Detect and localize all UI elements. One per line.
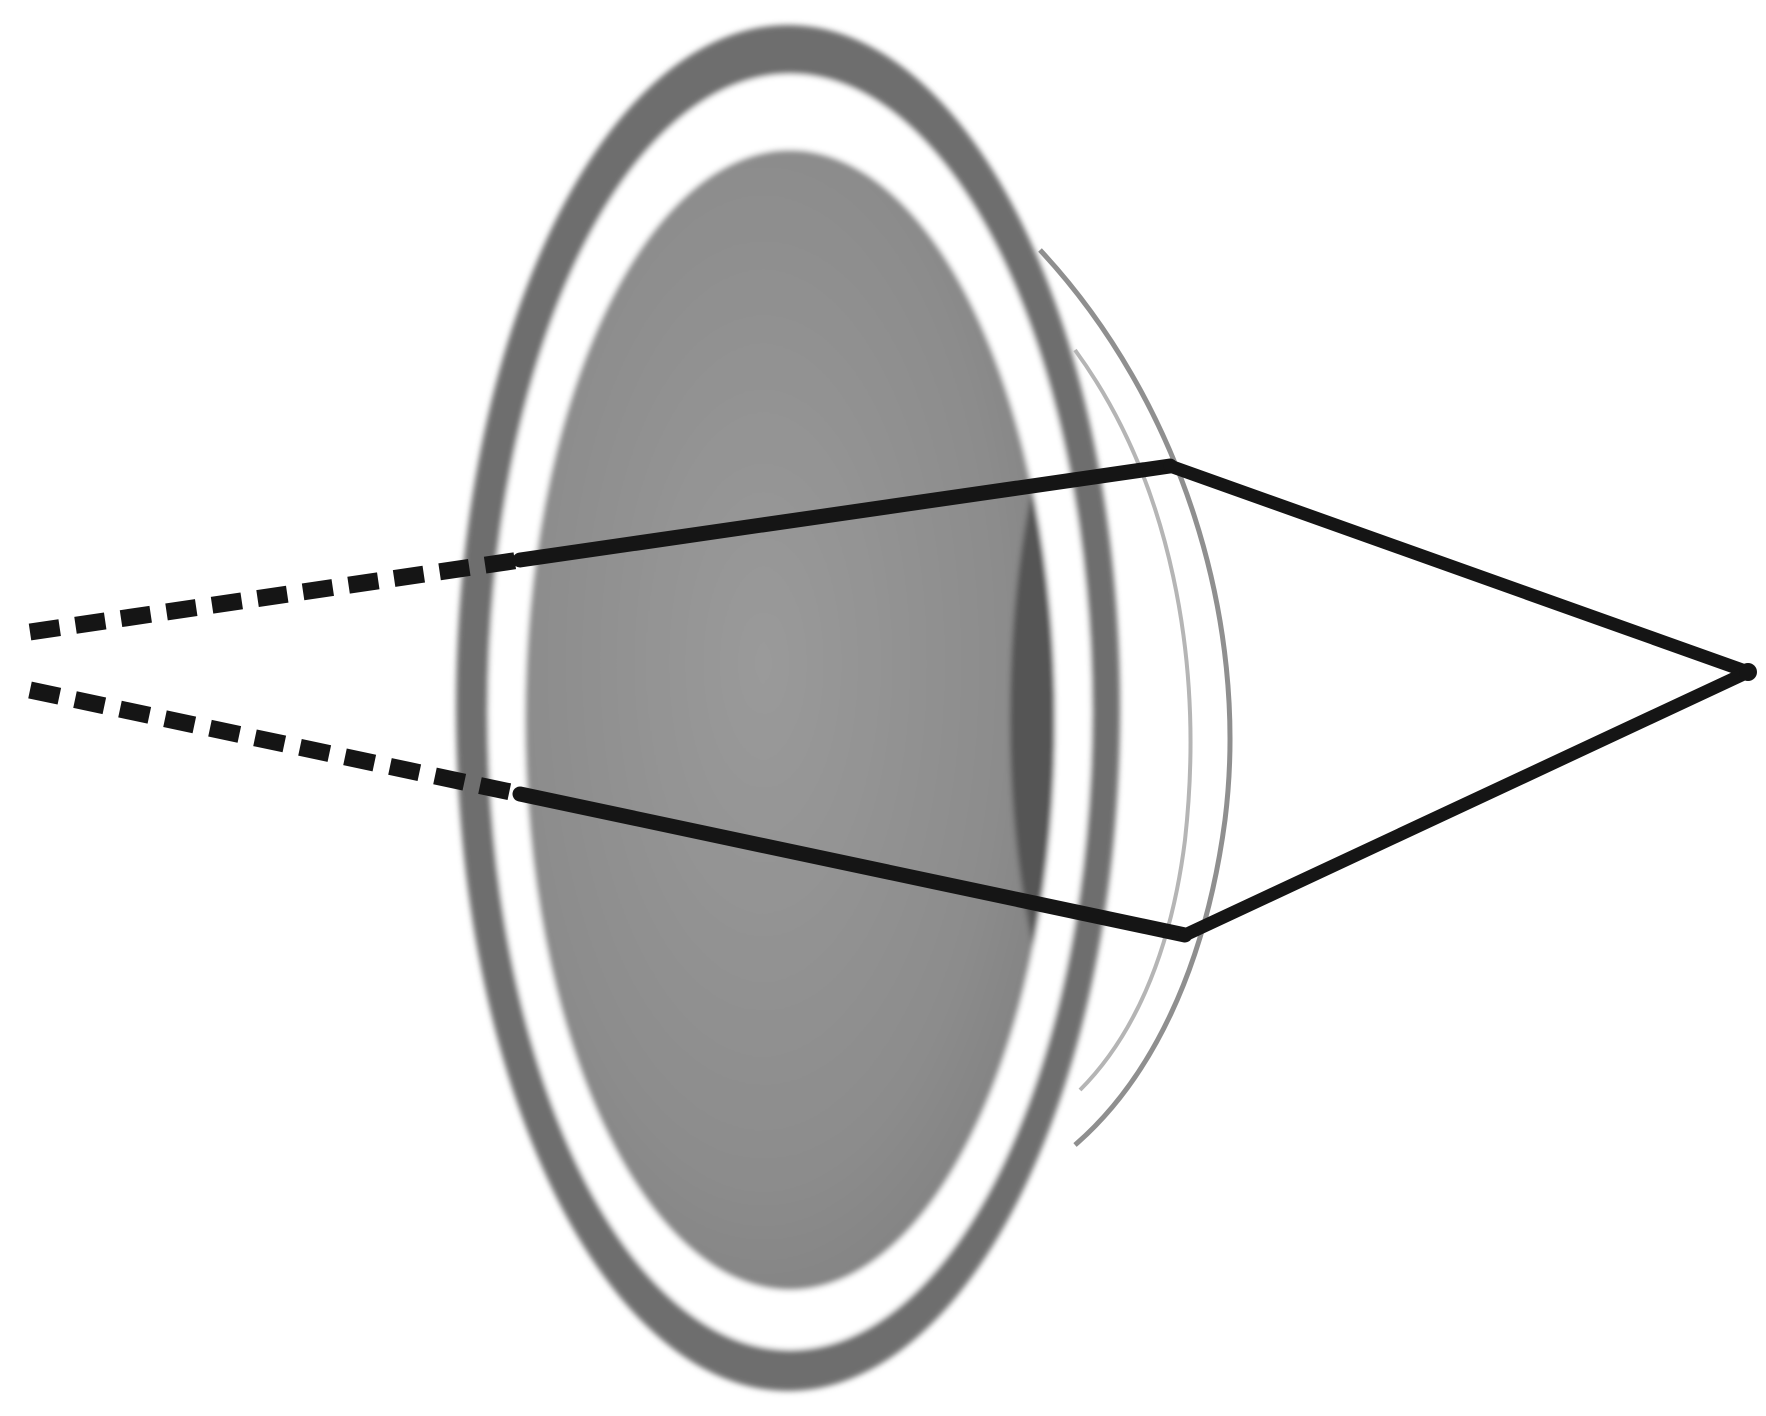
light-source-point — [1739, 663, 1757, 681]
eye-inner-chamber — [525, 150, 1055, 1290]
